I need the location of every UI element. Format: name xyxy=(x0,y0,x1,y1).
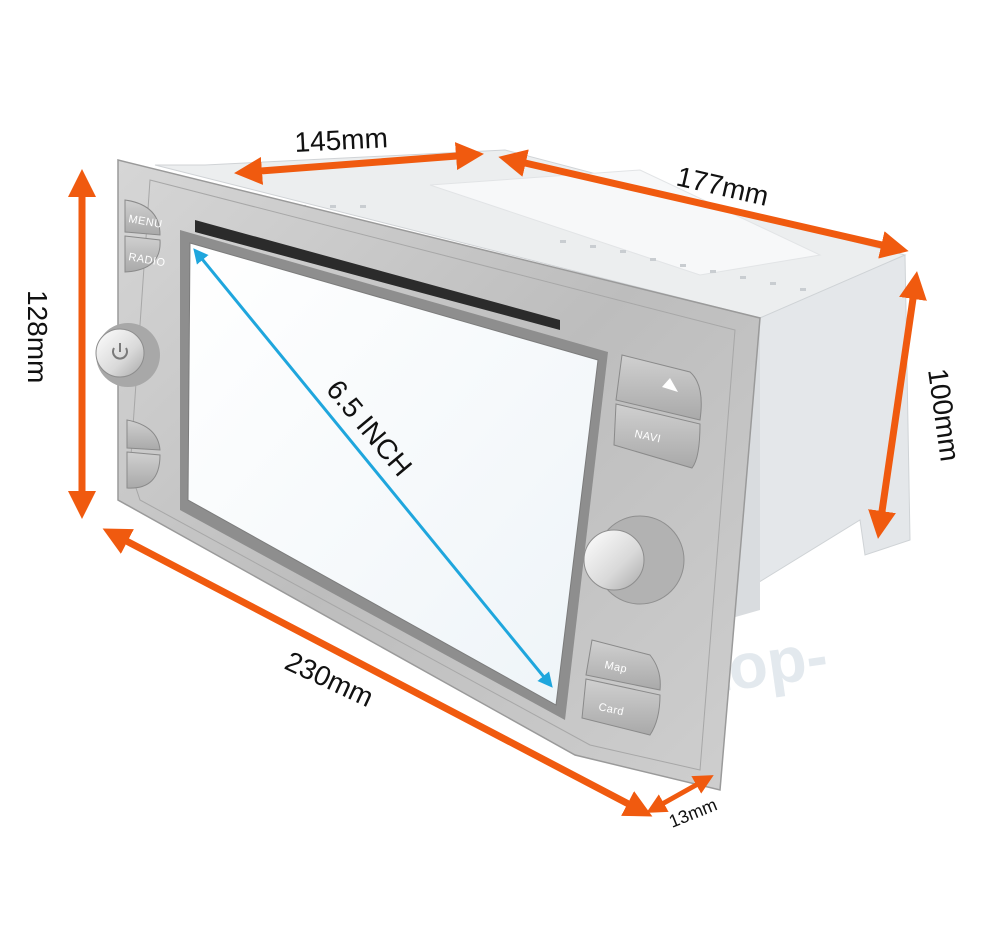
menu-label: MENU xyxy=(127,213,163,231)
front-width-arrow xyxy=(102,528,653,817)
power-volume-knob[interactable] xyxy=(95,328,145,378)
left-button-lower[interactable] xyxy=(126,451,161,489)
left-button-upper[interactable] xyxy=(126,419,161,451)
radio-button[interactable] xyxy=(124,235,161,273)
front-width-label: 230mm xyxy=(280,645,378,713)
body-height-label: 100mm xyxy=(922,367,966,464)
eject-button[interactable] xyxy=(615,354,702,421)
navi-label: NAVI xyxy=(633,428,662,445)
tuning-knob[interactable] xyxy=(583,529,645,591)
navi-button[interactable] xyxy=(613,403,701,469)
depth-arrow xyxy=(498,149,909,259)
thickness-arrow xyxy=(646,775,714,813)
dimension-arrows xyxy=(68,142,927,817)
top-width-arrow xyxy=(234,142,484,185)
front-height-label: 128mm xyxy=(22,290,53,383)
eject-icon xyxy=(662,378,678,392)
body-height-arrow xyxy=(868,271,927,539)
menu-button[interactable] xyxy=(124,199,161,236)
top-width-label: 145mm xyxy=(294,122,389,158)
left-button-panel: MENU RADIO xyxy=(95,199,166,489)
power-icon xyxy=(112,343,128,360)
